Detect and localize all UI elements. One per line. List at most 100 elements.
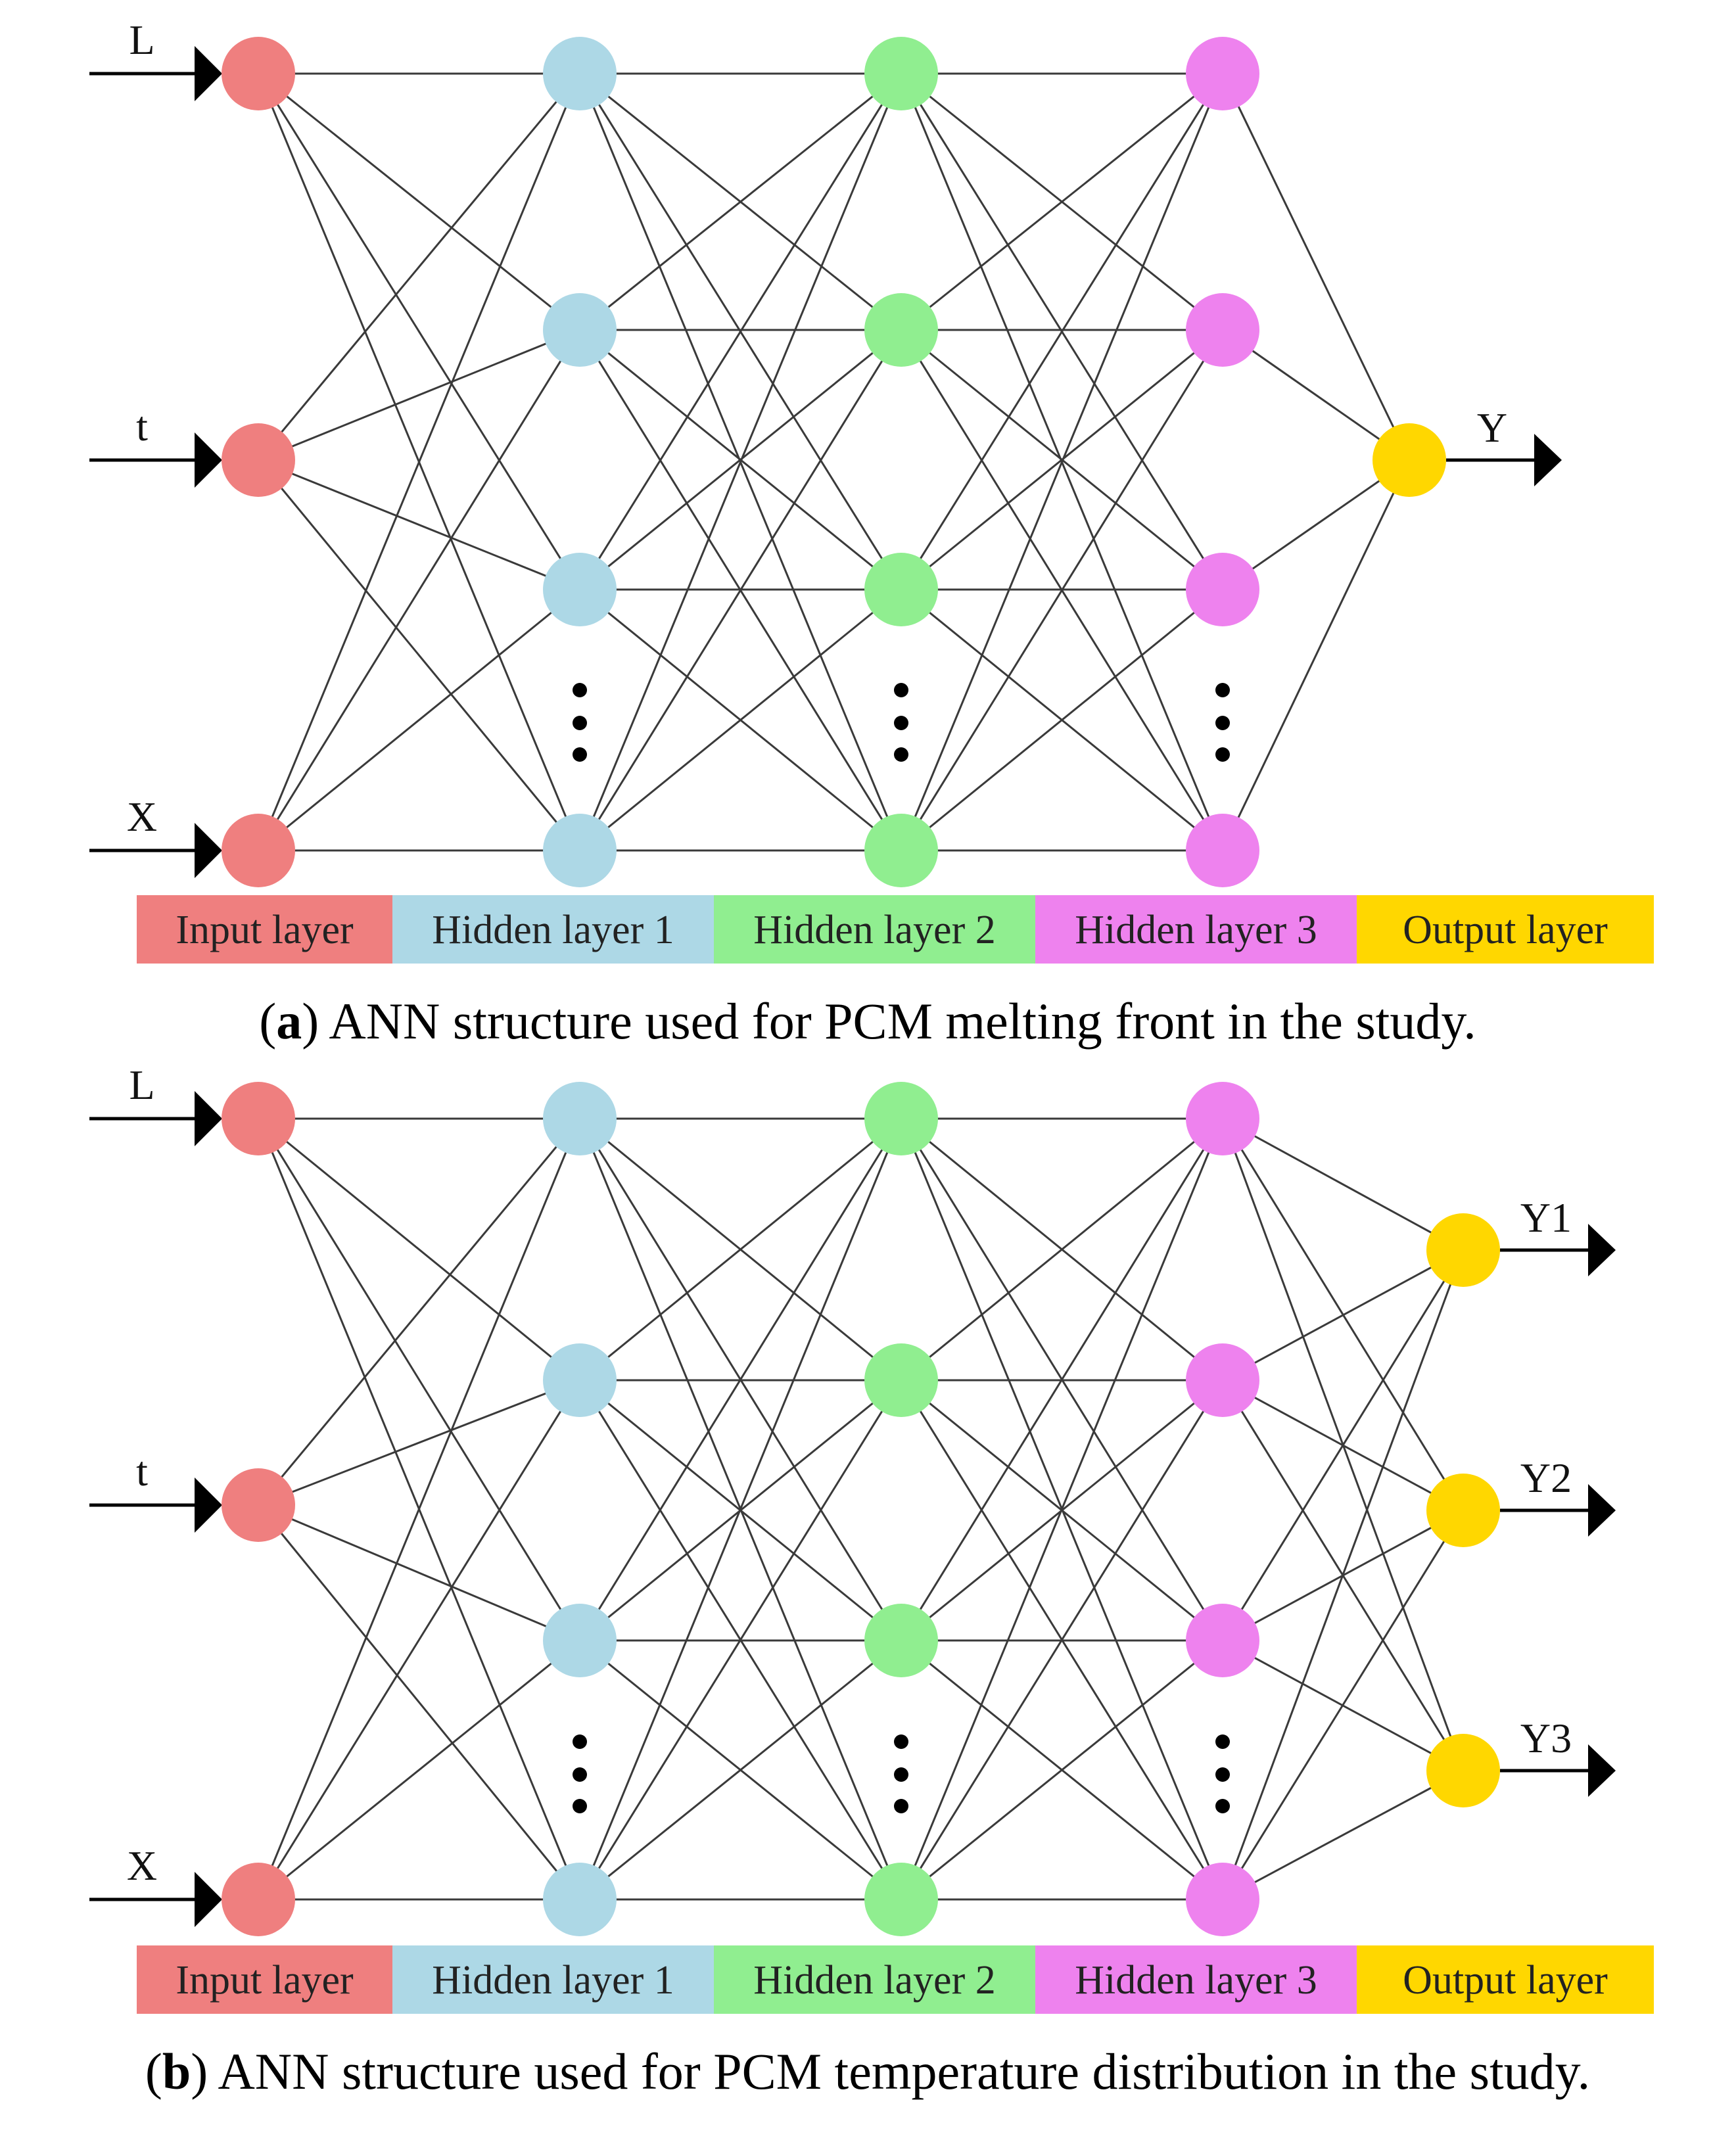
connection-line: [1221, 73, 1411, 461]
output-label: Y: [1477, 404, 1507, 451]
connection-line: [1222, 329, 1410, 461]
connection-line: [901, 1117, 1223, 1382]
hidden-2-node: [864, 1604, 938, 1677]
legend-label: Output layer: [1403, 1958, 1608, 2003]
connection-line: [1222, 459, 1410, 591]
hidden-2-node: [864, 1343, 938, 1417]
ellipsis-dot: [1215, 716, 1230, 730]
hidden-2-node: [864, 814, 938, 887]
input-node: [222, 37, 295, 110]
input-node: [222, 1082, 295, 1155]
input-node: [222, 423, 295, 497]
hidden-3-node: [1186, 1863, 1259, 1936]
hidden-2-node: [864, 293, 938, 367]
connection-line: [900, 1118, 1224, 1641]
connection-line: [900, 329, 1224, 851]
ellipsis-dot: [573, 716, 587, 730]
caption-text: ANN structure used for PCM melting front…: [329, 992, 1476, 1050]
connection-line: [257, 73, 581, 851]
output-node: [1372, 423, 1446, 497]
legend-swatch: [1035, 895, 1357, 964]
connection-line: [1222, 1249, 1464, 1382]
input-node: [222, 1468, 295, 1542]
ellipsis-dot: [1215, 747, 1230, 762]
output-node: [1426, 1734, 1500, 1807]
input-label: t: [136, 1448, 148, 1495]
connection-line: [1222, 1117, 1464, 1251]
caption-paren-close: ): [302, 992, 329, 1050]
connection-line: [1222, 1769, 1464, 1901]
ellipsis-dot: [894, 1734, 908, 1749]
connection-line: [1221, 1249, 1465, 1900]
ellipsis-dot: [573, 1767, 587, 1782]
connection-line: [257, 1504, 581, 1900]
arrow-head-icon: [195, 1477, 222, 1533]
hidden-2-node: [864, 553, 938, 626]
connection-line: [901, 588, 1223, 852]
legend-swatch: [392, 895, 714, 964]
caption-label: a: [276, 992, 302, 1050]
connection-line: [578, 1118, 903, 1900]
hidden-1-node: [543, 1604, 617, 1677]
output-label: Y3: [1520, 1715, 1572, 1761]
legend-swatch: [714, 1945, 1035, 2014]
hidden-3-node: [1186, 553, 1259, 626]
input-label: L: [129, 16, 154, 63]
input-label: X: [127, 793, 157, 840]
hidden-1-node: [543, 293, 617, 367]
hidden-3-node: [1186, 814, 1259, 887]
connection-line: [257, 1118, 581, 1506]
caption-paren-open: (: [259, 992, 276, 1050]
ellipsis-dot: [894, 716, 908, 730]
connection-line: [1221, 459, 1411, 851]
connection-line: [578, 73, 903, 851]
connection-line: [257, 329, 581, 851]
output-label: Y1: [1520, 1194, 1572, 1241]
legend-label: Input layer: [176, 908, 354, 952]
legend-label: Hidden layer 1: [432, 908, 674, 952]
input-label: t: [136, 403, 148, 450]
nodes: [222, 37, 1446, 887]
hidden-1-node: [543, 37, 617, 110]
arrow-head-icon: [1588, 1484, 1616, 1537]
arrow-head-icon: [195, 46, 222, 101]
ellipsis-dot: [573, 683, 587, 697]
ellipsis-dot: [1215, 1734, 1230, 1749]
connection-line: [257, 459, 581, 851]
hidden-3-node: [1186, 293, 1259, 367]
hidden-2-node: [864, 37, 938, 110]
arrow-head-icon: [1534, 434, 1562, 486]
legend-swatch: [137, 1945, 392, 2014]
connection-line: [257, 73, 581, 461]
ellipsis-dot: [894, 747, 908, 762]
legend-swatch: [1357, 1945, 1654, 2014]
caption-paren-open: (: [145, 2043, 162, 2100]
hidden-1-node: [543, 1343, 617, 1417]
output-node: [1426, 1474, 1500, 1547]
connection-line: [1221, 1510, 1465, 1900]
ellipsis-dot: [573, 747, 587, 762]
hidden-2-node: [864, 1082, 938, 1155]
input-label: L: [129, 1061, 154, 1108]
legend-label: Hidden layer 2: [753, 1958, 995, 2003]
connection-line: [578, 73, 903, 590]
hidden-1-node: [543, 814, 617, 887]
arrow-head-icon: [195, 1872, 222, 1927]
connection-line: [578, 1118, 903, 1641]
input-node: [222, 814, 295, 887]
ellipsis-dot: [573, 1734, 587, 1749]
connection-line: [258, 1379, 580, 1506]
connection-line: [1221, 1249, 1465, 1641]
caption-label: b: [162, 2043, 191, 2100]
ellipsis-dot: [1215, 683, 1230, 697]
connection-line: [900, 73, 1224, 590]
connection-line: [579, 1117, 902, 1382]
ellipsis-dot: [894, 1799, 908, 1813]
legend-label: Output layer: [1403, 908, 1608, 952]
arrow-head-icon: [195, 432, 222, 488]
legend-swatch: [1357, 895, 1654, 964]
